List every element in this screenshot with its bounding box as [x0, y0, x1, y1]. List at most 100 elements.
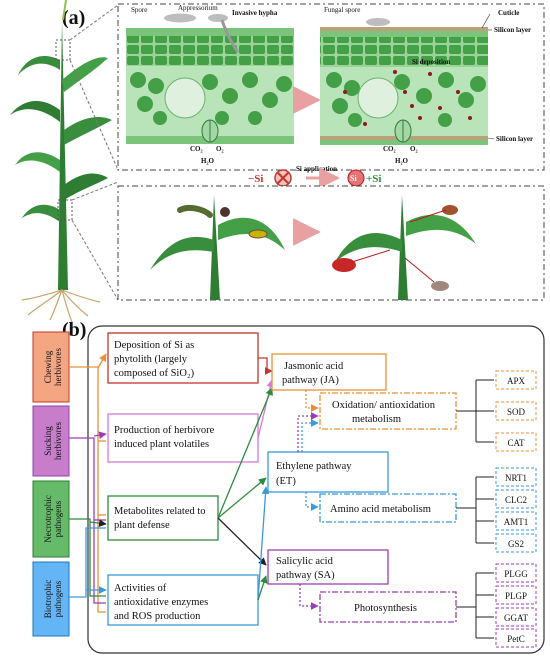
process-photosynthesis [319, 591, 457, 623]
plant-node-protected [332, 195, 476, 300]
gas-co2-right: CO₂ [383, 145, 396, 153]
label-silicon-layer-bottom: Silicon layer [496, 135, 533, 143]
leaf-cross-section-with-si [320, 18, 488, 145]
category-label: Necrotrophicpathogens [43, 495, 63, 542]
zoom-box-node [57, 199, 73, 221]
gene-box [495, 511, 537, 531]
category-line: Necrotrophic [43, 495, 53, 542]
mechanism-line: phytolith (largely [114, 354, 188, 365]
gene-label: APX [507, 376, 526, 386]
mechanism-text: Activities of antioxidative enzymes and … [114, 583, 211, 622]
category-biotrophic-pathogens: Biotrophicpathogens [32, 561, 70, 637]
mechanism-antioxidative-enzymes: Activities of antioxidative enzymes and … [107, 574, 259, 626]
leaf-cross-section-without-si [126, 13, 294, 144]
mechanism-line: plant defense [114, 520, 170, 531]
gene-box [495, 401, 537, 421]
gas-co2-left: CO₂ [190, 145, 203, 153]
gene-box [495, 467, 537, 487]
pathway-line: Jasmonic acid [284, 361, 344, 372]
category-label: Chewingherbivores [43, 348, 63, 386]
maize-plant [10, 0, 112, 323]
gene-label: AMT1 [504, 517, 529, 527]
mechanism-text: Deposition of Si as phytolith (largely c… [114, 340, 197, 379]
category-line: Biotrophic [43, 580, 53, 619]
gene-box [495, 489, 537, 509]
label-si-deposition: Si deposition [412, 58, 450, 66]
gas-h2o-right: H₂O [395, 157, 409, 165]
label-spore: Spore [131, 6, 147, 14]
category-line: herbivores [53, 348, 63, 386]
gene-label: GGAT [504, 613, 529, 623]
pathway-line: pathway (JA) [282, 375, 339, 386]
pathway-ja: Jasmonic acid pathway (JA) [271, 353, 387, 391]
label-si-application: Si application [296, 165, 337, 173]
category-line: pathogens [53, 580, 63, 617]
gene-box [495, 585, 537, 605]
label-invasive-hypha: Invasive hypha [232, 9, 278, 17]
no-si-cross-icon [274, 169, 292, 187]
panel-a-label: (a) [62, 7, 85, 29]
gene-box [495, 432, 537, 452]
label-appressorium: Appressorium [178, 4, 218, 12]
pathway-line: pathway (SA) [276, 570, 335, 581]
gas-o2-left: O₂ [216, 145, 224, 153]
gene-box [495, 370, 537, 390]
mechanism-line: Deposition of Si as [114, 340, 194, 351]
process-line: metabolism [352, 414, 401, 425]
gene-label: PetC [507, 634, 525, 644]
gene-box [495, 628, 537, 648]
pathway-line: (ET) [276, 476, 296, 487]
mechanism-line: Production of herbivore [114, 425, 215, 436]
gene-label: PLGG [504, 569, 528, 579]
category-label: Suckingherbivores [43, 422, 63, 460]
category-line: herbivores [53, 422, 63, 460]
plant-node-with-herbivores [150, 195, 285, 300]
pathway-et: Ethylene pathway (ET) [267, 451, 389, 493]
process-text: Oxidation/ antioxidation metabolism [332, 400, 438, 425]
pathway-sa: Salicylic acid pathway (SA) [267, 549, 389, 585]
gene-label: PLGP [505, 591, 527, 601]
gene-label: SOD [507, 407, 526, 417]
mechanism-text: Metabolites related to plant defense [114, 506, 208, 531]
mechanism-line: and ROS production [114, 611, 201, 622]
label-fungal-spore: Fungal spore [324, 6, 360, 14]
mechanism-line: composed of SiO₂) [114, 368, 195, 379]
category-line: Sucking [43, 426, 53, 456]
pathway-to-process-arrows [297, 390, 319, 610]
mechanism-deposition-si: Deposition of Si as phytolith (largely c… [107, 332, 259, 384]
gene-label: CAT [507, 438, 525, 448]
category-necrotrophic-pathogens: Necrotrophicpathogens [32, 480, 70, 558]
category-line: pathogens [53, 500, 63, 537]
gene-bracket-connectors [456, 379, 494, 639]
genes-photosynthesis: PLGG PLGP GGAT PetC [495, 563, 537, 648]
category-chewing-herbivores: Chewingherbivores [32, 331, 70, 403]
gas-h2o-left: H₂O [201, 157, 215, 165]
pathway-text: Jasmonic acid pathway (JA) [282, 361, 346, 386]
mechanism-line: Metabolites related to [114, 506, 206, 517]
mechanism-line: induced plant volatiles [114, 439, 209, 450]
pathway-line: Salicylic acid [276, 556, 334, 567]
pathway-line: Ethylene pathway [276, 461, 352, 472]
genes-amino-acid: NRT1 CLC2 AMT1 GS2 [495, 467, 537, 553]
process-oxidation: Oxidation/ antioxidation metabolism [319, 392, 457, 430]
label-cuticle: Cuticle [498, 9, 519, 17]
process-amino-acid [319, 493, 457, 523]
category-line: Chewing [43, 350, 53, 383]
gene-box [495, 607, 537, 627]
zoom-box-leaf [55, 39, 71, 61]
mechanism-line: Activities of [114, 583, 167, 594]
category-label: Biotrophicpathogens [43, 580, 63, 619]
label-silicon-layer-top: Silicon layer [494, 26, 531, 34]
gene-label: CLC2 [505, 495, 527, 505]
pathway-text: Salicylic acid pathway (SA) [276, 556, 335, 581]
gene-box [495, 533, 537, 553]
mechanism-defense-metabolites: Metabolites related to plant defense [107, 495, 219, 541]
process-photosynthesis-label: Photosynthesis [354, 603, 417, 614]
mechanism-line: antioxidative enzymes [114, 597, 208, 608]
category-connectors [69, 353, 107, 613]
mechanism-herbivore-volatiles: Production of herbivore induced plant vo… [107, 413, 259, 463]
label-minus-si: −Si [248, 173, 263, 185]
label-plus-si: +Si [366, 173, 381, 185]
process-line: Oxidation/ antioxidation [332, 400, 436, 411]
